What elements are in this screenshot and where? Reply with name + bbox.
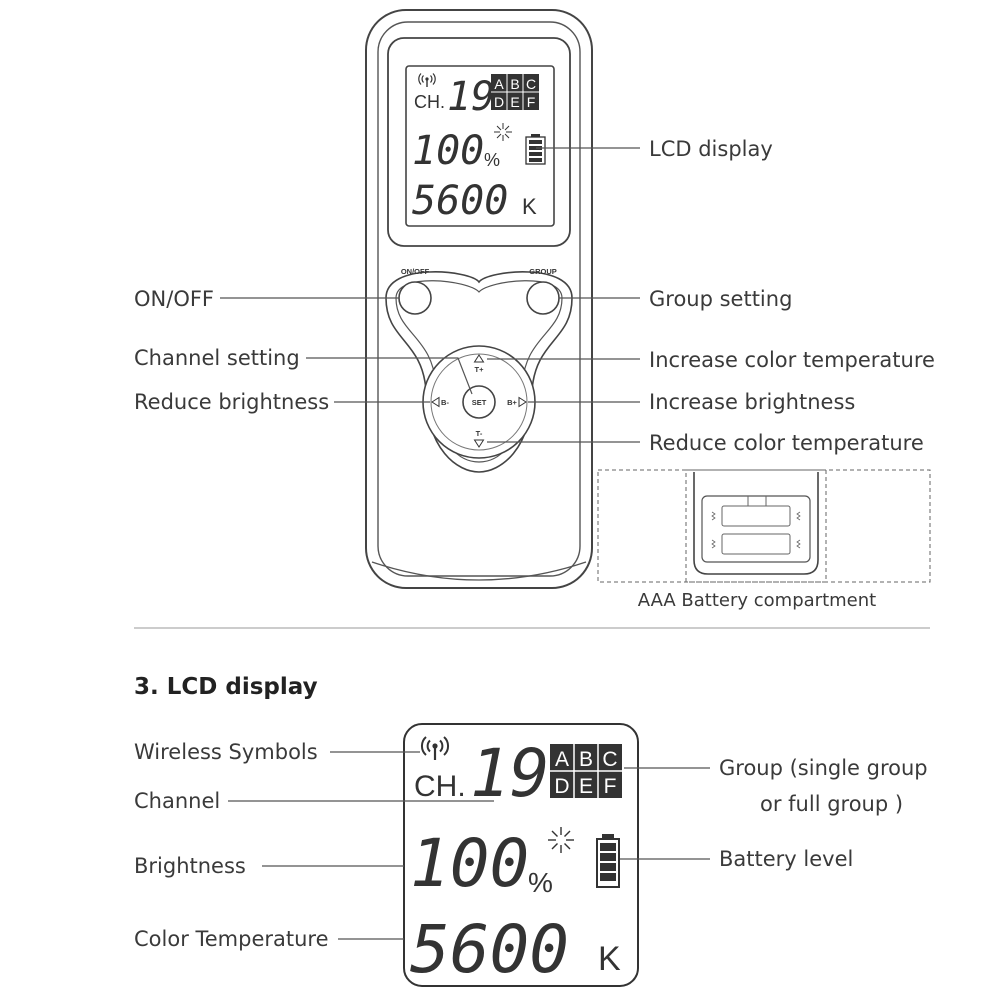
callout-onoff: ON/OFF [134, 287, 214, 311]
lcd-group-block: A B C D E F [550, 744, 622, 798]
group-button[interactable] [526, 281, 560, 315]
brightness-sun-icon [548, 827, 574, 853]
remote-lcd-screen: CH. 19 A B C D E F 100 % [412, 73, 546, 224]
lcd-group-e: E [579, 775, 593, 798]
callout-channel-setting: Channel setting [134, 346, 300, 370]
onoff-button[interactable] [398, 281, 432, 315]
remote-brightness-value: 100 [412, 128, 484, 174]
callout-increase-brightness: Increase brightness [649, 390, 855, 414]
inset-dashed-inner [685, 469, 827, 583]
section-heading: 3. LCD display [134, 674, 318, 700]
remote-battery-icon [525, 134, 546, 165]
lcd-group-d: D [554, 775, 569, 798]
section-number: 3. [134, 674, 159, 700]
callout-battery-level: Battery level [719, 847, 853, 871]
left-arrow-icon[interactable] [431, 396, 440, 408]
b-minus-label: B- [441, 398, 449, 407]
callout-group-line2: or full group ) [760, 792, 903, 816]
remote-group-block: A B C D E F [491, 74, 539, 110]
remote-group-c: C [526, 76, 536, 92]
set-button[interactable] [462, 385, 496, 419]
battery-level-icon [596, 834, 620, 888]
lcd-color-temp-unit: K [598, 940, 621, 978]
lcd-group-a: A [555, 748, 569, 771]
remote-channel-number: 19 [447, 74, 495, 120]
lcd-brightness-value: 100 [410, 825, 529, 902]
callout-reduce-brightness: Reduce brightness [134, 390, 329, 414]
remote-channel-prefix: CH. [414, 92, 445, 112]
lcd-channel-prefix: CH. [414, 770, 466, 803]
remote-group-f: F [527, 94, 536, 110]
remote-group-label: GROUP [529, 267, 557, 276]
right-arrow-icon[interactable] [518, 396, 527, 408]
remote-group-d: D [494, 94, 504, 110]
wireless-icon [418, 73, 436, 87]
remote-brightness-unit: % [484, 150, 500, 170]
lcd-group-c: C [602, 748, 617, 771]
remote-group-a: A [494, 76, 504, 92]
lcd-group-b: B [579, 748, 593, 771]
remote-group-e: E [510, 94, 519, 110]
set-button-label: SET [472, 398, 487, 407]
callout-increase-color-temp: Increase color temperature [649, 348, 935, 372]
t-minus-label: T- [476, 429, 483, 438]
callout-color-temperature: Color Temperature [134, 927, 329, 951]
remote-color-temp-unit: K [522, 194, 537, 219]
down-arrow-icon[interactable] [473, 439, 485, 448]
remote-onoff-label: ON/OFF [401, 267, 430, 276]
b-plus-label: B+ [507, 398, 517, 407]
callout-reduce-color-temp: Reduce color temperature [649, 431, 924, 455]
battery-compartment-label: AAA Battery compartment [638, 590, 876, 611]
battery-compartment-inset [597, 469, 931, 583]
section-title: LCD display [167, 674, 318, 700]
callout-brightness: Brightness [134, 854, 246, 878]
lcd-channel-number: 19 [470, 735, 549, 812]
remote-sun-icon [494, 123, 512, 141]
callout-channel: Channel [134, 789, 220, 813]
lcd-brightness-unit: % [528, 867, 553, 898]
callout-lcd-display: LCD display [649, 137, 773, 161]
t-plus-label: T+ [475, 365, 485, 374]
leader-channel-setting [306, 357, 473, 395]
inset-dashed-outer [597, 469, 931, 583]
wireless-symbols-icon [420, 736, 450, 760]
callout-group-setting: Group setting [649, 287, 792, 311]
callout-group-line1: Group (single group [719, 756, 928, 780]
remote-color-temp-value: 5600 [412, 178, 508, 224]
up-arrow-icon[interactable] [473, 354, 485, 363]
remote-group-b: B [510, 76, 519, 92]
lcd-group-f: F [604, 775, 617, 798]
lcd-color-temp-value: 5600 [410, 911, 569, 988]
callout-wireless-symbols: Wireless Symbols [134, 740, 318, 764]
